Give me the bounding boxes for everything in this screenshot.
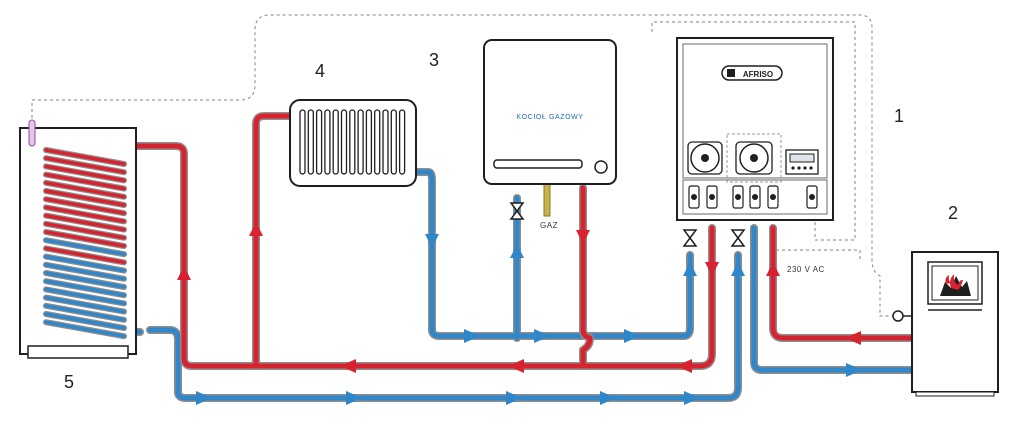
radiator-fin	[365, 109, 373, 175]
radiator-fin	[324, 109, 331, 175]
radiator-fin	[340, 109, 348, 175]
supply-pipes	[56, 112, 924, 370]
gas-boiler: KOCIOŁ GAZOWY	[483, 39, 617, 185]
valve-station-left	[682, 229, 698, 247]
flow-arrow-blue	[683, 262, 697, 276]
coil-turn	[44, 295, 126, 314]
dashed-signal-lines	[31, 14, 895, 317]
coil-turn	[44, 213, 126, 232]
coil-turn	[44, 238, 126, 256]
coil-turn	[44, 254, 126, 273]
coil-turn	[44, 222, 126, 240]
flow-arrow-red	[676, 359, 692, 373]
flow-arrow-red	[845, 331, 861, 345]
flow-arrow-blue	[600, 391, 616, 405]
radiator-fin	[357, 109, 364, 175]
pipe-fittings	[688, 185, 818, 209]
coil-turn	[44, 189, 126, 207]
flow-arrow-blue	[624, 329, 640, 343]
pump-right	[735, 141, 773, 175]
flow-arrow-red	[177, 266, 191, 280]
flow-arrow-red	[508, 359, 524, 373]
brand-logo: AFRISO	[743, 70, 773, 79]
coil-turn	[44, 279, 126, 297]
solid-fuel-boiler	[911, 251, 999, 397]
coil-turn	[44, 205, 126, 224]
label-solid-fuel-boiler: 2	[948, 203, 958, 223]
label-radiator: 4	[315, 61, 325, 81]
coil-turn	[44, 304, 126, 322]
fitting-nut	[752, 194, 758, 200]
radiator	[289, 99, 417, 187]
coil-turn	[44, 230, 126, 248]
temperature-sensor	[892, 310, 912, 322]
flow-arrow-blue	[846, 363, 862, 377]
gas-pipe	[543, 183, 551, 217]
coil-turn	[44, 181, 126, 199]
flow-arrow-blue	[464, 329, 480, 343]
coil-turn	[44, 172, 126, 191]
radiator-fin	[307, 109, 314, 175]
label-station: 1	[894, 106, 904, 126]
label-gas-boiler: 3	[429, 50, 439, 70]
coil-turn	[44, 320, 126, 338]
fitting-nut	[735, 194, 741, 200]
flow-arrow-blue	[506, 391, 522, 405]
radiator-fin	[382, 109, 389, 175]
afriso-switching-station: AFRISO	[676, 37, 834, 221]
label-water-tank: 5	[64, 372, 74, 392]
coil-turn	[44, 197, 126, 215]
fitting-nut	[709, 194, 715, 200]
flow-arrow-blue	[425, 234, 439, 248]
flow-arrow-red	[340, 359, 356, 373]
flow-arrow-blue	[510, 244, 524, 258]
gas-boiler-caption: KOCIOŁ GAZOWY	[516, 114, 583, 121]
fire-icon	[940, 274, 971, 296]
fitting-nut	[770, 194, 776, 200]
flow-arrow-blue	[684, 391, 700, 405]
fitting-nut	[809, 194, 815, 200]
gas-label: GAZ	[540, 221, 558, 230]
coil-turn	[44, 263, 126, 281]
coil-turn	[44, 287, 126, 306]
heating-coil	[43, 147, 127, 340]
flow-arrow-red	[705, 262, 719, 276]
voltage-label: 230 V AC	[787, 265, 825, 274]
flow-arrow-blue	[196, 391, 212, 405]
radiator-fin	[299, 109, 306, 175]
flow-arrows	[177, 222, 862, 405]
coil-turn	[44, 164, 126, 183]
radiator-fin	[349, 109, 356, 175]
valve-station-right	[730, 229, 746, 247]
flow-arrow-blue	[346, 391, 362, 405]
coil-turn	[44, 246, 126, 265]
hot-water-tank	[19, 119, 137, 359]
pump-left	[687, 141, 723, 175]
coil-turn	[44, 148, 126, 166]
coil-turn	[44, 271, 126, 289]
coil-turn	[44, 156, 126, 174]
radiator-fin	[374, 109, 381, 175]
flow-arrow-red	[576, 230, 590, 244]
flow-arrow-red	[766, 262, 780, 276]
tank-sensor	[28, 119, 36, 147]
fitting-nut	[691, 194, 697, 200]
radiator-fins	[299, 109, 406, 175]
flow-arrow-red	[249, 222, 263, 236]
controller	[785, 149, 819, 175]
flow-arrow-blue	[731, 262, 745, 276]
valve-gas-boiler-return	[509, 202, 525, 220]
radiator-fin	[398, 109, 406, 175]
flow-arrow-blue	[534, 329, 550, 343]
radiator-fin	[315, 109, 323, 175]
radiator-fin	[390, 109, 397, 175]
coil-turn	[44, 312, 126, 330]
radiator-fin	[332, 109, 339, 175]
